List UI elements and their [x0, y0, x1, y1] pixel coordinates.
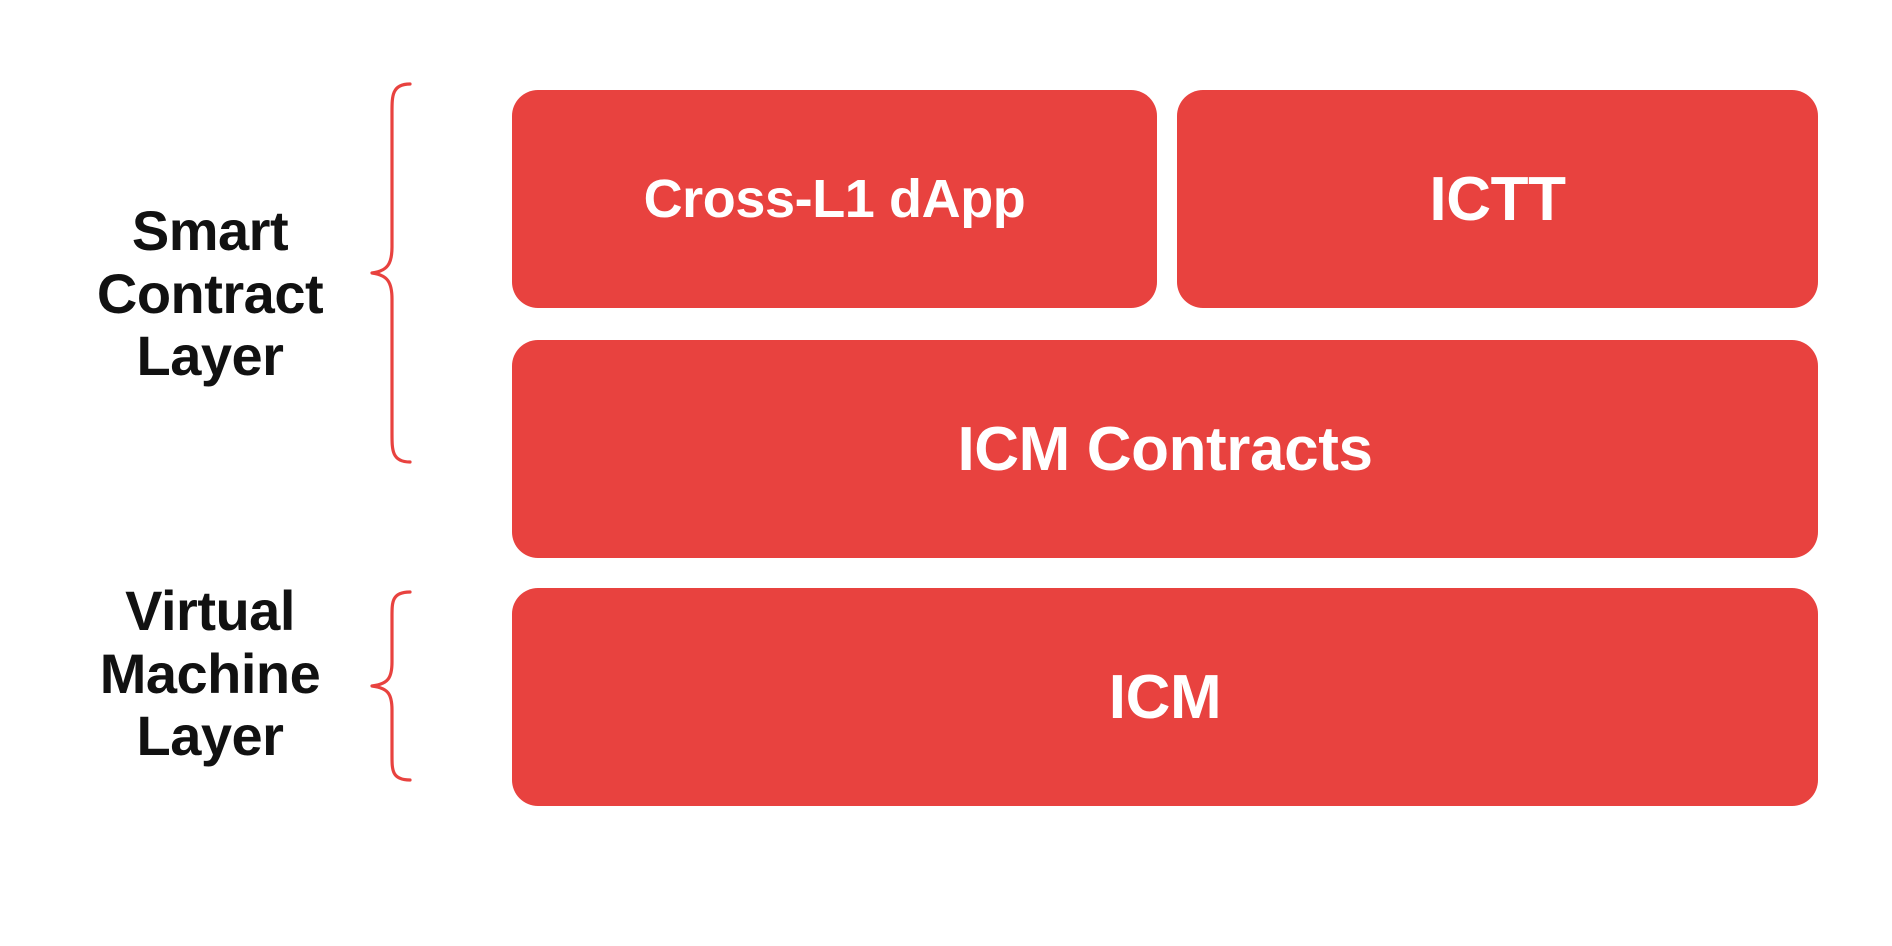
- box-cross-l1-dapp[interactable]: Cross-L1 dApp: [512, 90, 1157, 308]
- brace-virtual-machine-icon: [370, 590, 412, 782]
- layer-label-virtual-machine: Virtual Machine Layer: [99, 579, 321, 768]
- layer-label-smart-contract: Smart Contract Layer: [96, 199, 324, 388]
- brace-smart-contract-icon: [370, 82, 412, 464]
- box-icm-contracts[interactable]: ICM Contracts: [512, 340, 1818, 558]
- box-ictt[interactable]: ICTT: [1177, 90, 1818, 308]
- box-icm[interactable]: ICM: [512, 588, 1818, 806]
